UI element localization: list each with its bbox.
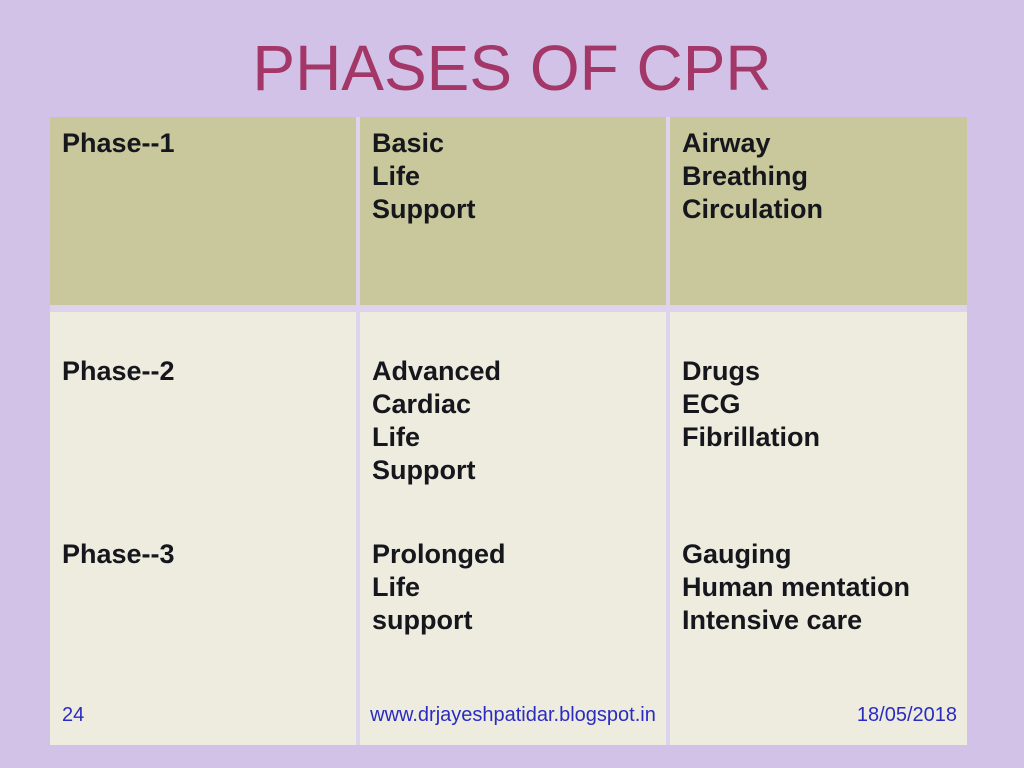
- table-cell-phase3-components: Gauging Human mentation Intensive care: [682, 539, 911, 635]
- slide-number: 24: [62, 704, 85, 726]
- table-cell-phase-names-lower: Advanced Cardiac Life Support Prolonged …: [360, 312, 666, 745]
- slide-title: PHASES OF CPR: [252, 32, 772, 104]
- table-cell-phase-components-lower: Drugs ECG Fibrillation Gauging Human men…: [670, 312, 967, 745]
- cpr-phases-table: Phase--1 Basic Life Support Airway Breat…: [50, 117, 967, 745]
- table-cell-phase2-name: Advanced Cardiac Life Support: [372, 356, 502, 485]
- table-cell-phase1-label: Phase--1: [50, 117, 356, 305]
- footer-website: www.drjayeshpatidar.blogspot.in: [370, 704, 656, 726]
- table-cell-phase2-components: Drugs ECG Fibrillation: [682, 356, 820, 452]
- table-cell-phase3-label: Phase--3: [62, 539, 175, 569]
- table-cell-phase1-name: Basic Life Support: [360, 117, 666, 305]
- table-cell-phase3-name: Prolonged Life support: [372, 539, 506, 635]
- table-cell-phase-labels-lower: Phase--2 Phase--3: [50, 312, 356, 745]
- table-cell-phase1-components: Airway Breathing Circulation: [670, 117, 967, 305]
- slide-footer: 24 www.drjayeshpatidar.blogspot.in 18/05…: [50, 702, 967, 728]
- table-cell-phase2-label: Phase--2: [62, 356, 175, 386]
- footer-date: 18/05/2018: [856, 704, 957, 726]
